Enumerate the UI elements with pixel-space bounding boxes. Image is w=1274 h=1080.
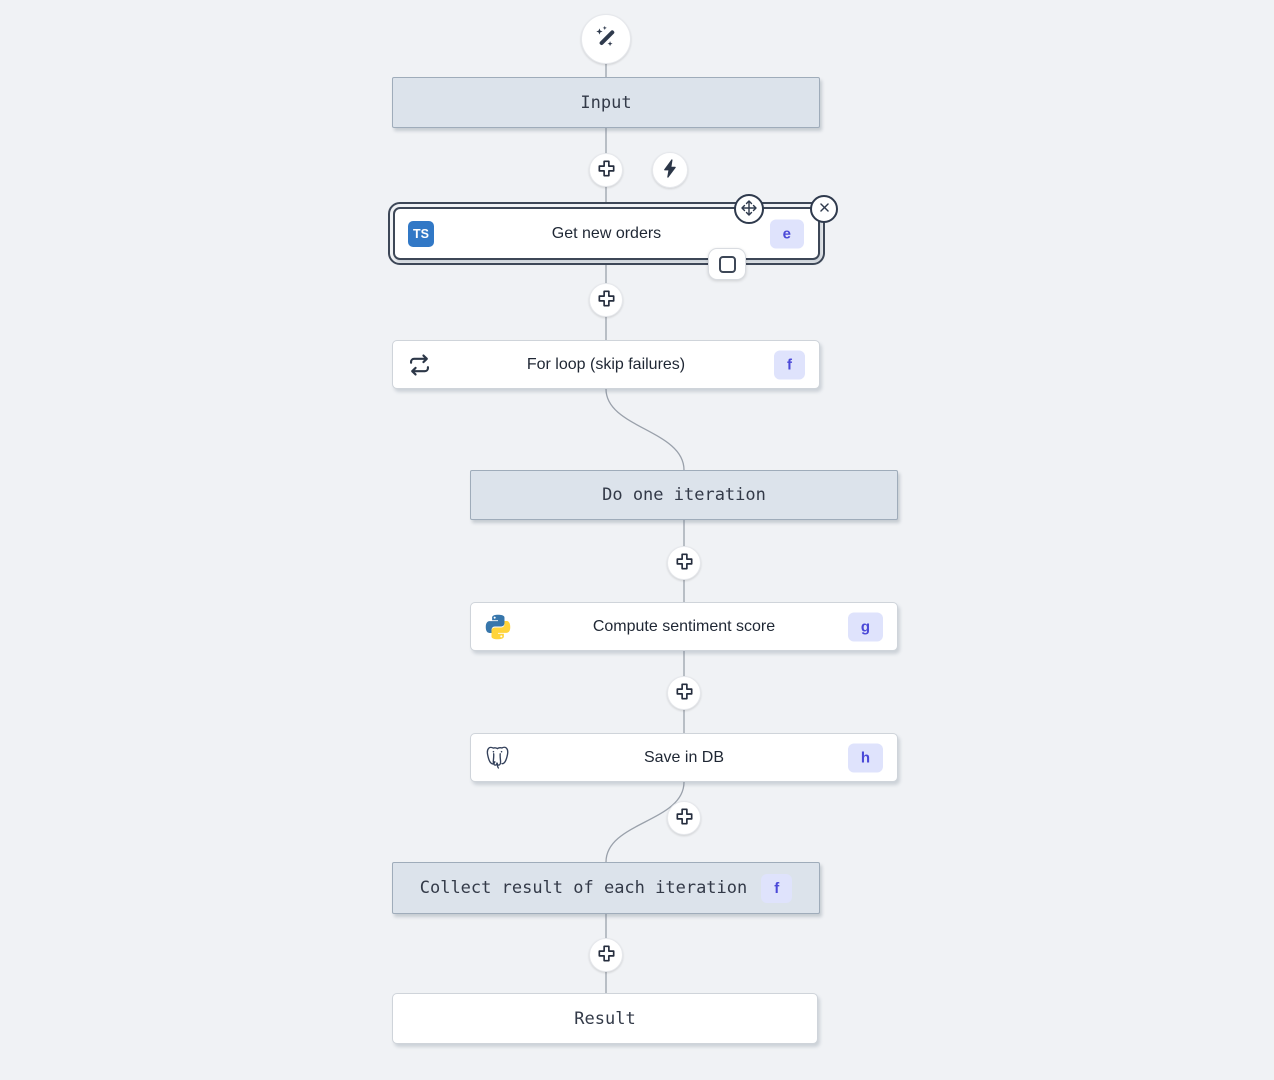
remove-node-button[interactable] bbox=[810, 195, 838, 223]
node-label: Result bbox=[574, 1008, 636, 1029]
node-label: Do one iteration bbox=[602, 485, 766, 505]
node-label: Compute sentiment score bbox=[592, 617, 776, 635]
plus-icon bbox=[674, 806, 695, 830]
close-icon bbox=[816, 199, 833, 219]
box-select-button[interactable] bbox=[708, 248, 746, 280]
flow-node-save-in-db[interactable]: Save in DB h bbox=[470, 733, 898, 782]
arrows-move-icon bbox=[739, 198, 759, 221]
add-step-button[interactable] bbox=[667, 546, 701, 580]
square-icon bbox=[718, 255, 736, 273]
step-id-badge: e bbox=[769, 219, 804, 248]
node-label: Save in DB bbox=[643, 748, 725, 766]
add-step-button[interactable] bbox=[589, 153, 623, 187]
plus-icon bbox=[674, 551, 695, 575]
typescript-icon: TS bbox=[408, 220, 434, 247]
trigger-button[interactable] bbox=[652, 152, 688, 188]
flow-node-input[interactable]: Input bbox=[392, 77, 820, 128]
node-label: Collect result of each iteration bbox=[419, 878, 748, 898]
node-label: For loop (skip failures) bbox=[526, 355, 686, 373]
node-label: Get new orders bbox=[551, 224, 662, 242]
flow-node-result[interactable]: Result bbox=[392, 993, 818, 1044]
postgresql-icon bbox=[484, 744, 511, 771]
python-icon bbox=[484, 613, 512, 641]
flow-node-do-one-iteration[interactable]: Do one iteration bbox=[470, 470, 898, 520]
flow-node-for-loop[interactable]: For loop (skip failures) f bbox=[392, 340, 820, 389]
step-id-badge: h bbox=[847, 743, 883, 772]
add-step-button[interactable] bbox=[667, 801, 701, 835]
add-step-button[interactable] bbox=[589, 938, 623, 972]
step-id-badge: f bbox=[761, 873, 793, 903]
step-id-badge: g bbox=[847, 612, 883, 641]
loop-icon bbox=[406, 351, 433, 378]
lightning-icon bbox=[660, 158, 681, 182]
flow-node-collect-result[interactable]: Collect result of each iteration f bbox=[392, 862, 820, 914]
node-label: Input bbox=[580, 92, 632, 113]
ai-wand-button[interactable] bbox=[581, 14, 631, 64]
plus-icon bbox=[596, 943, 617, 967]
step-id-badge: f bbox=[774, 350, 805, 379]
plus-icon bbox=[596, 158, 617, 182]
magic-wand-icon bbox=[591, 23, 621, 56]
plus-icon bbox=[674, 681, 695, 705]
plus-icon bbox=[596, 288, 617, 312]
add-step-button[interactable] bbox=[667, 676, 701, 710]
move-node-button[interactable] bbox=[734, 194, 764, 224]
add-step-button[interactable] bbox=[589, 283, 623, 317]
flow-node-compute-sentiment-score[interactable]: Compute sentiment score g bbox=[470, 602, 898, 651]
